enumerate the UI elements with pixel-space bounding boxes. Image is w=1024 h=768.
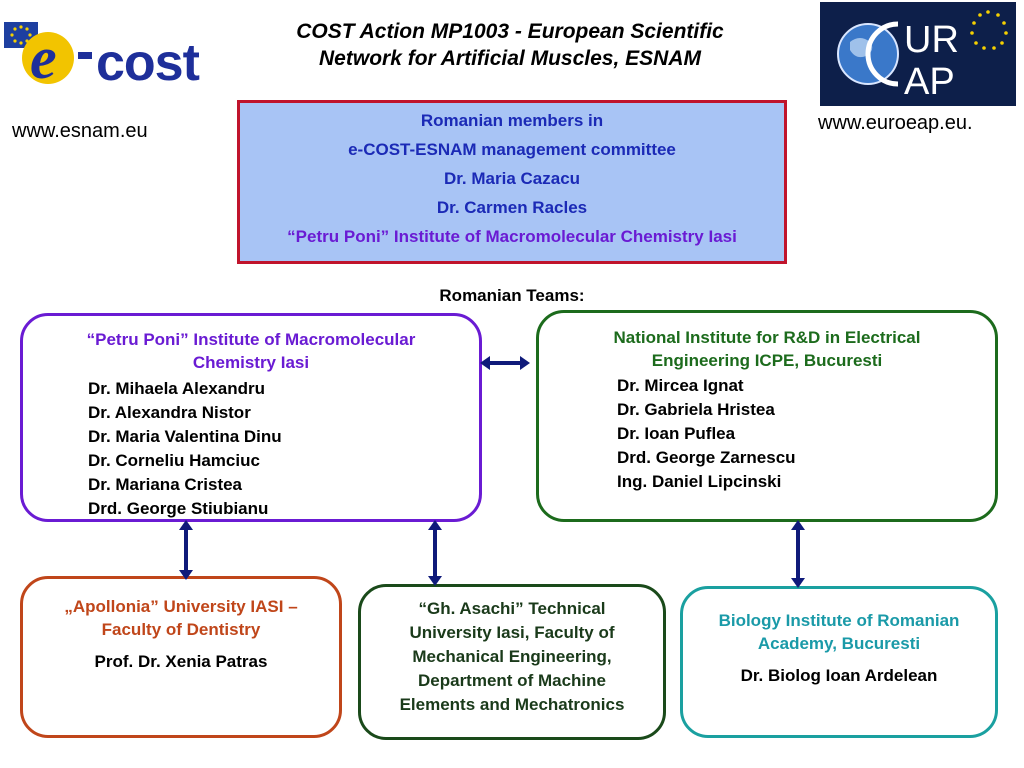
arrow-poni-apollonia	[179, 520, 193, 580]
euroeap-url[interactable]: www.euroeap.eu.	[818, 112, 973, 134]
team-name-poni: “Petru Poni” Institute of Macromolecular…	[23, 328, 479, 374]
team-box-apollonia: „Apollonia” University IASI – Faculty of…	[20, 576, 342, 738]
team-name-asachi-line: Mechanical Engineering,	[412, 647, 612, 666]
svg-text:e: e	[30, 25, 57, 90]
team-name-apollonia: „Apollonia” University IASI – Faculty of…	[23, 595, 339, 641]
team-name-apollonia-line-2: Faculty of Dentistry	[101, 620, 261, 639]
team-name-icpe-line-2: Engineering ICPE, Bucuresti	[651, 351, 883, 370]
ecost-logo: e cost	[0, 8, 240, 90]
committee-member-2: Dr. Carmen Racles	[436, 198, 588, 217]
team-members-icpe: Dr. Mircea Ignat Dr. Gabriela Hristea Dr…	[617, 374, 995, 494]
team-name-apollonia-line-1: „Apollonia” University IASI –	[64, 597, 298, 616]
team-name-asachi-line: University Iasi, Faculty of	[409, 623, 615, 642]
team-box-icpe: National Institute for R&D in Electrical…	[536, 310, 998, 522]
committee-line-1: Romanian members in	[420, 111, 604, 130]
team-members-poni: Dr. Mihaela Alexandru Dr. Alexandra Nist…	[88, 377, 479, 521]
committee-line-2: e-COST-ESNAM management committee	[348, 140, 676, 159]
team-box-asachi: “Gh. Asachi” Technical University Iasi, …	[358, 584, 666, 740]
committee-box: Romanian members in e-COST-ESNAM managem…	[237, 100, 787, 264]
team-name-biology-line-2: Academy, Bucuresti	[757, 634, 921, 653]
title-line-2: Network for Artificial Muscles, ESNAM	[319, 47, 701, 70]
team-name-icpe-line-1: National Institute for R&D in Electrical	[613, 328, 921, 347]
arrow-icpe-biology	[791, 520, 805, 588]
team-name-biology-line-1: Biology Institute of Romanian	[718, 611, 960, 630]
team-member: Dr. Mariana Cristea	[88, 475, 243, 494]
team-member: Drd. George Zarnescu	[617, 448, 796, 467]
teams-title: Romanian Teams:	[439, 286, 585, 305]
team-person-apollonia: Prof. Dr. Xenia Patras	[94, 652, 268, 671]
team-member: Drd. George Stiubianu	[88, 499, 269, 518]
team-name-biology: Biology Institute of Romanian Academy, B…	[683, 609, 995, 655]
team-person-biology: Dr. Biolog Ioan Ardelean	[740, 666, 938, 685]
team-name-poni-line-1: “Petru Poni” Institute of Macromolecular	[86, 330, 416, 349]
esnam-url[interactable]: www.esnam.eu	[12, 120, 148, 142]
title-line-1: COST Action MP1003 - European Scientific	[296, 20, 724, 43]
team-name-asachi: “Gh. Asachi” Technical University Iasi, …	[361, 597, 663, 717]
team-name-poni-line-2: Chemistry Iasi	[192, 353, 310, 372]
team-box-poni: “Petru Poni” Institute of Macromolecular…	[20, 313, 482, 522]
euroeap-logo: UR AP	[820, 2, 1016, 106]
team-member: Ing. Daniel Lipcinski	[617, 472, 782, 491]
team-member: Dr. Maria Valentina Dinu	[88, 427, 282, 446]
page-title: COST Action MP1003 - European Scientific…	[250, 18, 770, 72]
team-member: Dr. Corneliu Hamciuc	[88, 451, 260, 470]
team-member: Dr. Mihaela Alexandru	[88, 379, 265, 398]
team-member: Dr. Ioan Puflea	[617, 424, 736, 443]
committee-member-1: Dr. Maria Cazacu	[443, 169, 581, 188]
team-member: Dr. Alexandra Nistor	[88, 403, 251, 422]
svg-text:AP: AP	[904, 61, 955, 103]
team-member: Dr. Gabriela Hristea	[617, 400, 775, 419]
team-name-asachi-line: “Gh. Asachi” Technical	[418, 599, 606, 618]
team-box-biology: Biology Institute of Romanian Academy, B…	[680, 586, 998, 738]
team-member: Dr. Mircea Ignat	[617, 376, 744, 395]
team-name-asachi-line: Department of Machine	[418, 671, 606, 690]
team-name-icpe: National Institute for R&D in Electrical…	[539, 326, 995, 372]
team-name-asachi-line: Elements and Mechatronics	[399, 695, 625, 714]
committee-institute: “Petru Poni” Institute of Macromolecular…	[287, 227, 737, 246]
svg-text:cost: cost	[96, 34, 200, 90]
svg-text:UR: UR	[904, 19, 959, 61]
arrow-poni-asachi	[428, 520, 442, 586]
arrow-poni-icpe	[480, 356, 530, 370]
